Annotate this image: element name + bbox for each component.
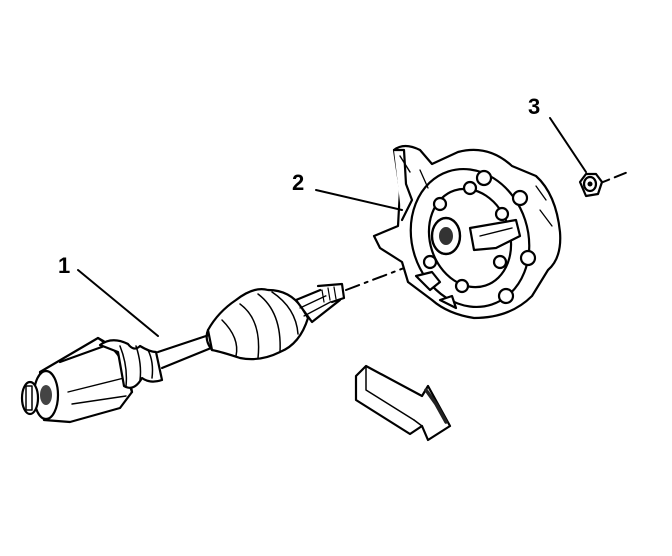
- steering-knuckle-hub-icon: [315, 144, 562, 320]
- axle-nut-icon: [549, 117, 604, 198]
- callout-2: 2: [292, 170, 305, 195]
- drive-axle-shaft-icon: [20, 269, 346, 424]
- direction-arrow-icon: [354, 364, 452, 442]
- callout-3: 3: [528, 94, 541, 119]
- callout-1: 1: [58, 253, 71, 278]
